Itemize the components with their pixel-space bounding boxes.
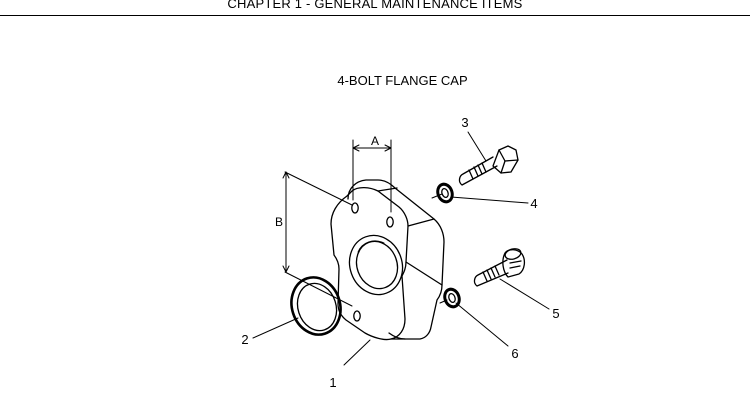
o-ring — [290, 276, 342, 336]
callout-3: 3 — [461, 115, 468, 130]
callout-leaders — [252, 131, 550, 366]
callout-1: 1 — [329, 375, 336, 390]
lock-washer-lower — [439, 287, 461, 309]
hex-bolt — [458, 145, 519, 186]
leader-4 — [450, 196, 529, 204]
leader-5 — [499, 278, 550, 310]
bolt-hole-top-left — [351, 202, 359, 214]
callout-numbers: 1 2 3 4 5 6 — [241, 115, 559, 390]
leader-6 — [455, 302, 509, 347]
dimension-b — [282, 171, 353, 307]
dimension-a-label: A — [371, 134, 379, 148]
callout-5: 5 — [552, 306, 559, 321]
header-rule — [0, 15, 750, 16]
bolt-hole-bottom-left — [353, 310, 361, 322]
callout-2: 2 — [241, 332, 248, 347]
bolt-hole-top-right — [386, 216, 394, 228]
dimension-b-label: B — [275, 215, 283, 229]
chapter-header: CHAPTER 1 - GENERAL MAINTENANCE ITEMS — [227, 0, 523, 11]
leader-3 — [467, 131, 487, 162]
socket-head-bolt — [473, 248, 526, 287]
callout-6: 6 — [511, 346, 518, 361]
flange-cap-body — [330, 179, 445, 341]
figure-title: 4-BOLT FLANGE CAP — [337, 73, 468, 88]
callout-4: 4 — [530, 196, 537, 211]
dimension-a — [352, 139, 392, 213]
lock-washer-upper — [431, 182, 454, 204]
leader-1 — [343, 339, 371, 366]
leader-2 — [252, 317, 299, 339]
